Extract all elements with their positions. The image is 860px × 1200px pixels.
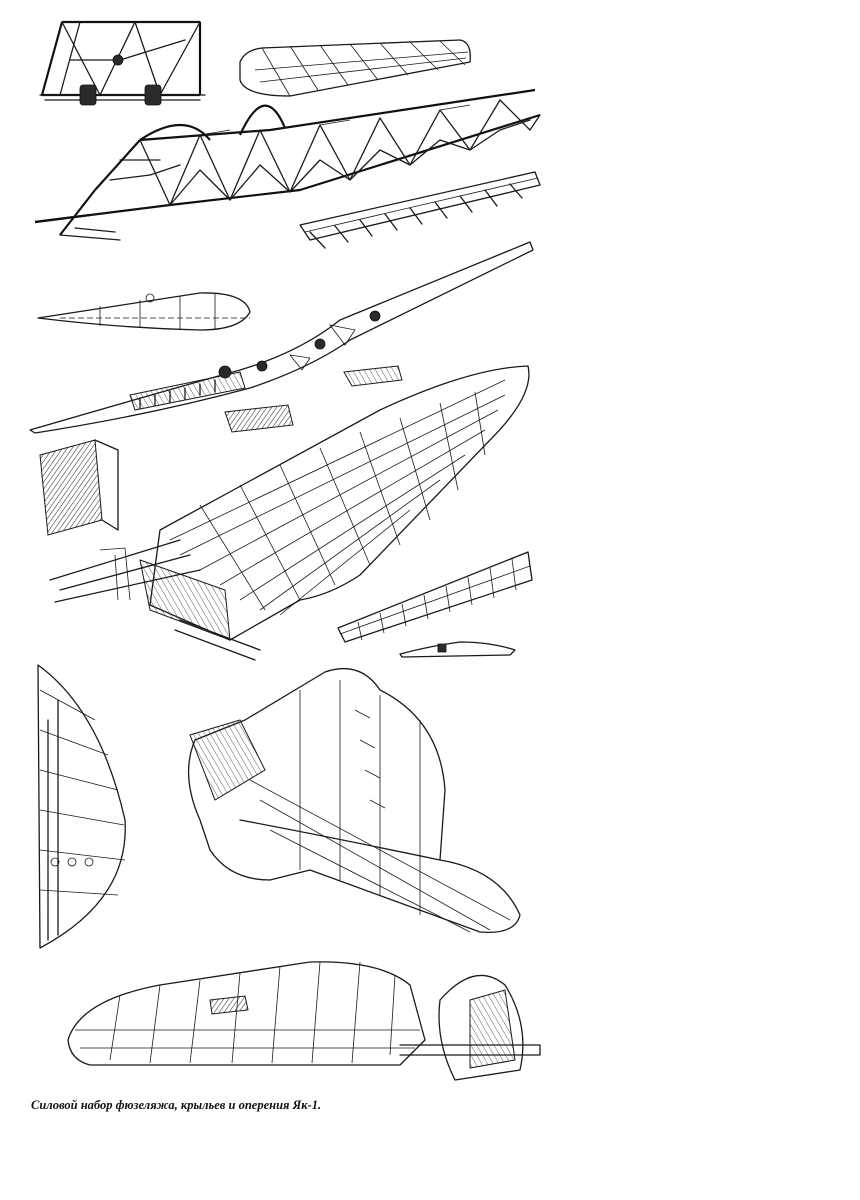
fuselage-top-fairing bbox=[239, 39, 471, 97]
horizontal-tail bbox=[187, 668, 521, 934]
flap-section bbox=[399, 641, 516, 658]
wing-structure-cutaway bbox=[49, 365, 530, 661]
fuselage-floor-frame bbox=[299, 171, 541, 249]
figure-caption: Силовой набор фюзеляжа, крыльев и оперен… bbox=[31, 1098, 322, 1112]
wing-spar bbox=[29, 241, 534, 434]
aileron-frame bbox=[337, 551, 533, 643]
engine-mount-truss bbox=[39, 20, 206, 106]
fuselage-steel-truss bbox=[34, 88, 541, 241]
fin-and-rudder bbox=[37, 664, 126, 949]
wing-rib bbox=[37, 292, 251, 331]
spar-fittings bbox=[39, 365, 403, 536]
elevator bbox=[67, 961, 541, 1081]
technical-illustration bbox=[29, 20, 541, 1081]
